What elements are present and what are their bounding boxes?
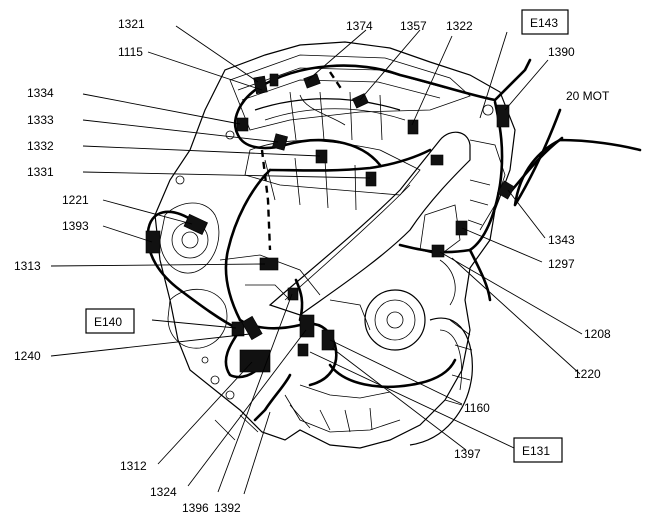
boxed-callouts: E143 E140 E131 — [85, 9, 569, 463]
label-1312: 1312 — [120, 459, 147, 473]
label-1324: 1324 — [150, 485, 177, 499]
connector-1374 — [303, 73, 321, 89]
label-1331: 1331 — [27, 165, 54, 179]
label-1297: 1297 — [548, 257, 575, 271]
label-1220: 1220 — [574, 367, 601, 381]
connector-1333 — [272, 133, 288, 151]
connector-1115 — [269, 73, 279, 87]
box-e143 — [521, 9, 569, 35]
connector-1334 — [236, 117, 249, 132]
connector-1240 — [241, 315, 263, 341]
connector-1390 — [496, 104, 510, 128]
connector-e140 — [231, 321, 245, 337]
label-1334: 1334 — [27, 86, 54, 100]
engine-block-drawing — [154, 41, 516, 449]
leader-lines — [50, 25, 583, 495]
label-1390: 1390 — [548, 45, 575, 59]
connector-1322 — [407, 119, 419, 135]
connector-1324 — [299, 314, 315, 338]
box-e140 — [85, 308, 135, 334]
label-1357: 1357 — [400, 19, 427, 33]
label-1322: 1322 — [446, 19, 473, 33]
connector-e143 — [430, 154, 444, 166]
label-1374: 1374 — [346, 19, 373, 33]
connector-1332 — [315, 149, 328, 164]
connector-1221 — [183, 213, 208, 235]
connector-1393 — [145, 230, 161, 254]
label-1393: 1393 — [62, 219, 89, 233]
connectors — [145, 73, 516, 373]
connector-1321 — [253, 75, 268, 95]
label-1392: 1392 — [214, 501, 241, 515]
connector-1396 — [287, 287, 299, 301]
label-e143: E143 — [530, 16, 558, 30]
label-1240: 1240 — [14, 349, 41, 363]
label-1115: 1115 — [118, 45, 143, 59]
label-1397: 1397 — [454, 447, 481, 461]
connector-1331 — [365, 171, 377, 187]
label-1221: 1221 — [62, 193, 89, 207]
label-e140: E140 — [94, 315, 122, 329]
connector-1312 — [239, 349, 271, 373]
connector-1397 — [297, 343, 309, 357]
box-e131 — [513, 437, 563, 463]
label-20-mot: 20 MOT — [566, 89, 610, 103]
label-e131: E131 — [522, 444, 550, 458]
connector-1343 — [496, 180, 516, 200]
connector-1208 — [431, 244, 445, 258]
label-1160: 1160 — [464, 401, 490, 415]
connector-1357 — [352, 93, 369, 109]
label-1343: 1343 — [548, 233, 575, 247]
label-1321: 1321 — [118, 17, 145, 31]
connector-1297 — [455, 220, 468, 236]
label-1333: 1333 — [27, 113, 54, 127]
label-1396: 1396 — [182, 501, 209, 515]
callout-labels: 1321 1115 1374 1357 1322 1390 20 MOT 133… — [14, 17, 611, 515]
label-1332: 1332 — [27, 139, 54, 153]
label-1313: 1313 — [14, 259, 41, 273]
connector-1160 — [321, 329, 335, 351]
label-1208: 1208 — [584, 327, 611, 341]
